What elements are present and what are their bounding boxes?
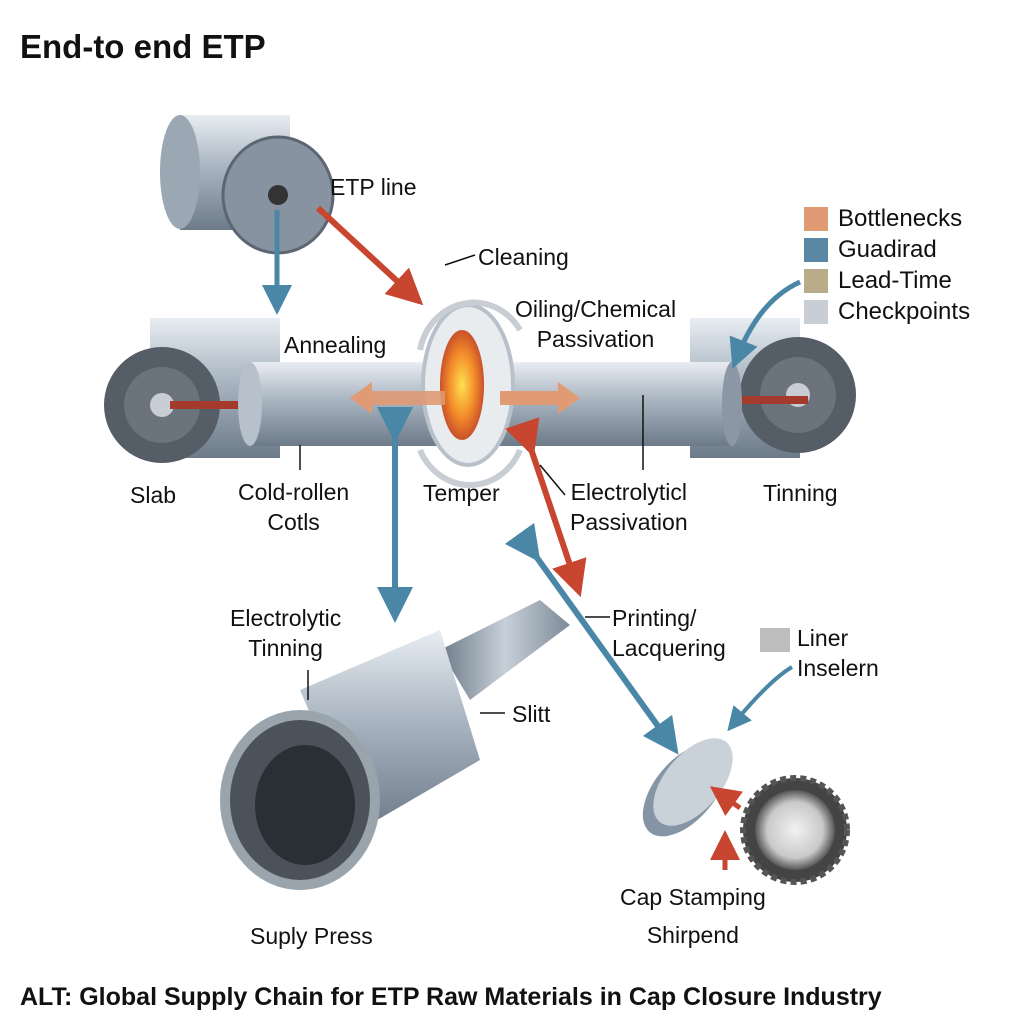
label-line: Liner [797,625,849,651]
legend-label: Checkpoints [838,297,971,325]
label-line: Oiling/Chemical [515,296,677,322]
label-tinning: Tinning [763,480,838,506]
legend-item-checkpoints: Checkpoints [804,296,970,327]
legend-label: Guadirad [838,235,937,263]
legend-swatch [804,237,828,262]
supply-press [220,600,570,890]
label-line: Printing/ [612,605,697,631]
legend-swatch [804,268,828,293]
legend-item-guadirad: Guadirad [804,234,970,265]
page-title: End-to end ETP [20,28,266,65]
passivation-chamber [417,299,523,488]
bottleneck-arrow-right [558,382,580,414]
label-line: Passivation [570,509,688,535]
label-line: Lacquering [612,635,726,661]
label-slitt: Slitt [512,701,551,727]
legend-swatch [804,206,828,231]
label-line: Passivation [536,326,655,352]
blue-arrow-liner [504,522,679,755]
label-line: Cold-rollen [238,479,350,505]
label-temper: Temper [423,480,500,506]
label-cleaning: Cleaning [478,244,569,270]
label-line: Electrolyticl [570,479,687,505]
bottle-cap [740,775,850,885]
legend-item-lead-time: Lead-Time [804,265,970,296]
legend: Bottlenecks Guadirad Lead-Time Checkpoin… [804,203,970,327]
label-line: Shirpend [646,922,739,948]
label-slab: Slab [130,482,177,508]
label-line: Electrolytic [230,605,342,631]
label-line: Cotls [267,509,320,535]
legend-label: Bottlenecks [838,204,963,232]
legend-label: Lead-Time [838,266,952,294]
footer-caption: ALT: Global Supply Chain for ETP Raw Mat… [20,983,882,1011]
legend-item-bottlenecks: Bottlenecks [804,203,970,234]
liner-swatch [760,628,790,652]
etp-coil [160,115,335,255]
label-line: Cap Stamping [620,884,766,910]
legend-swatch [804,299,828,324]
liner-disc [642,738,733,837]
label-line: Tinning [248,635,323,661]
label-annealing: Annealing [284,332,387,358]
red-arrow-etp [315,205,424,306]
label-etp-line: ETP line [330,174,417,200]
label-line: Inselern [797,655,879,681]
label-printing: Printing/Lacquering [612,603,726,663]
label-supply-press: Suply Press [250,923,373,949]
